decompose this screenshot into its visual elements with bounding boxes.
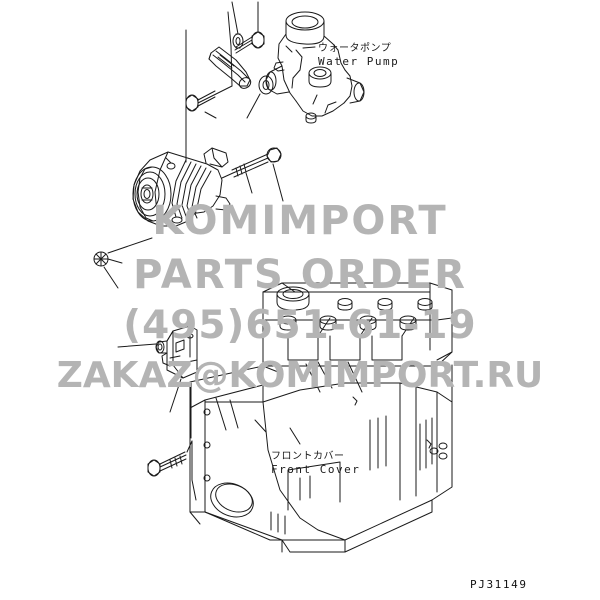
leader-line xyxy=(204,111,217,119)
leader-line xyxy=(186,440,193,453)
water-pump-housing xyxy=(265,11,365,124)
leader-line xyxy=(103,266,119,289)
leader-line xyxy=(245,172,253,194)
callout-water-pump-en: Water Pump xyxy=(318,55,400,68)
leader-line xyxy=(191,440,197,501)
bolt-long-alternator xyxy=(221,147,282,179)
bolt-bracket-lower xyxy=(147,451,187,477)
washer-link-pivot xyxy=(258,75,274,95)
leader-line xyxy=(169,378,182,413)
adjusting-link-bracket xyxy=(208,46,252,89)
callout-water-pump: ウォータポンプ Water Pump xyxy=(318,42,399,68)
callout-front-cover-en: Front Cover xyxy=(271,463,361,476)
leader-line xyxy=(215,397,239,431)
callout-front-cover-jp: フロントカバー xyxy=(271,451,345,462)
part-number-label: PJ31149 xyxy=(470,578,528,591)
bolt-top-link-upper xyxy=(234,31,265,54)
leader-line xyxy=(117,343,157,348)
alternator-mounting-bracket xyxy=(155,325,198,379)
leader-line xyxy=(254,419,267,433)
callout-water-pump-jp: ウォータポンプ xyxy=(318,43,392,54)
bolt-top-link-lower xyxy=(185,85,233,112)
callout-front-cover: フロントカバー Front Cover xyxy=(271,450,360,476)
engine-cylinder-block xyxy=(189,282,453,553)
leader-line xyxy=(272,163,284,202)
leader-line xyxy=(227,11,233,87)
leader-line xyxy=(231,1,239,35)
alternator xyxy=(132,147,231,227)
bolt-alternator-pivot xyxy=(93,251,123,267)
leader-line xyxy=(107,237,153,254)
leader-line xyxy=(246,93,261,119)
leader-line xyxy=(289,427,301,445)
